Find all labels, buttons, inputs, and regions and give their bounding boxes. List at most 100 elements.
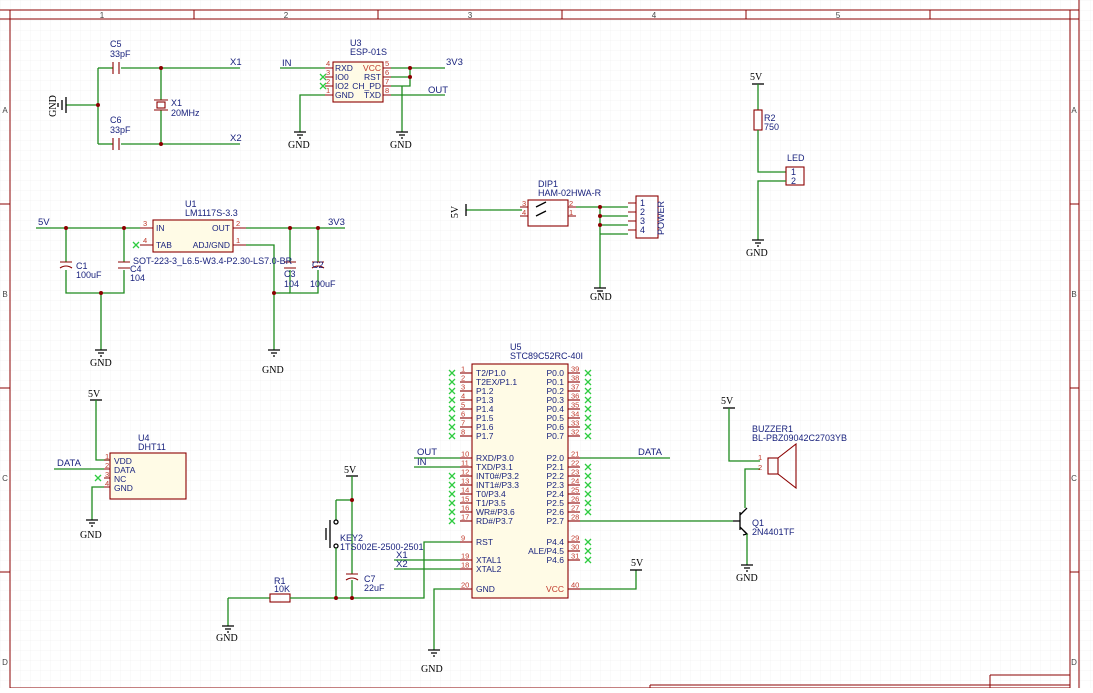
row-label-b: B xyxy=(2,290,7,299)
r2-value: 750 xyxy=(764,122,779,132)
u4-num-1: 1 xyxy=(105,452,109,461)
col-label-3: 3 xyxy=(468,11,473,20)
u5-pin-name-31: P4.6 xyxy=(547,555,565,565)
u5-pin-name-26: P2.5 xyxy=(547,498,565,508)
dip1-num-1: 1 xyxy=(569,208,573,217)
u5-pin-name-1: T2/P1.0 xyxy=(476,368,506,378)
net-label-data-dht: DATA xyxy=(57,458,82,469)
u4-value: DHT11 xyxy=(138,442,166,452)
c2-ref: C2 xyxy=(312,260,324,270)
col-label-5: 5 xyxy=(836,11,841,20)
net-label-3v3-esp: 3V3 xyxy=(446,57,463,68)
u5-pin-name-38: P0.1 xyxy=(547,377,565,387)
u1-value: LM1117S-3.3 xyxy=(185,208,238,218)
u5-pin-num-18: 18 xyxy=(461,561,469,570)
net-label-data-mcu: DATA xyxy=(638,447,663,458)
u3-num-6: 6 xyxy=(385,68,389,77)
x1-value: 20MHz xyxy=(171,108,200,118)
u5-pin-name-6: P1.5 xyxy=(476,413,494,423)
u5-pin-num-17: 17 xyxy=(461,513,469,522)
u5-pin-num-12: 12 xyxy=(461,468,469,477)
dht11-sensor xyxy=(54,399,187,527)
dip1-num-2: 2 xyxy=(569,199,573,208)
u5-pin-num-9: 9 xyxy=(461,534,465,543)
net-label-5v-regulator: 5V xyxy=(38,217,50,228)
u4-num-4: 4 xyxy=(105,479,109,488)
led-ref: LED xyxy=(787,153,805,163)
u5-pin-name-5: P1.4 xyxy=(476,404,494,414)
u5-pin-name-23: P2.2 xyxy=(547,471,565,481)
u5-pin-name-17: RD#/P3.7 xyxy=(476,516,513,526)
c6-value: 33pF xyxy=(110,125,131,135)
u5-pin-num-31: 31 xyxy=(571,552,579,561)
key2-value: 1TS002E-2500-2501 xyxy=(340,542,424,552)
u5-nc-mark-15 xyxy=(448,499,456,507)
u5-pin-num-23: 23 xyxy=(571,468,579,477)
u1-pin-in: IN xyxy=(156,223,165,233)
gnd-label-esp-left: GND xyxy=(288,140,310,151)
u5-nc-mark-4 xyxy=(448,396,456,404)
net-label-5v-mcu: 5V xyxy=(631,558,644,569)
u5-pin-num-1: 1 xyxy=(461,365,465,374)
u5-pin-name-24: P2.3 xyxy=(547,480,565,490)
net-label-out-esp: OUT xyxy=(428,85,448,96)
u1-num-4: 4 xyxy=(143,236,147,245)
u5-pin-name-10: RXD/P3.0 xyxy=(476,453,514,463)
u4-ref: U4 xyxy=(138,433,150,443)
u5-nc-mark-36 xyxy=(584,396,592,404)
u5-nc-mark-22 xyxy=(584,463,592,471)
u5-nc-mark-7 xyxy=(448,423,456,431)
u5-pin-num-5: 5 xyxy=(461,401,465,410)
u3-pin-vcc: VCC xyxy=(363,63,381,73)
power-switch-block xyxy=(465,195,659,295)
gnd-label-esp-right: GND xyxy=(390,140,412,151)
u5-pin-num-27: 27 xyxy=(571,504,579,513)
row-label-a: A xyxy=(2,106,8,115)
u3-value: ESP-01S xyxy=(350,47,387,57)
col-label-4: 4 xyxy=(652,11,657,20)
u5-nc-mark-26 xyxy=(584,499,592,507)
u5-pin-num-37: 37 xyxy=(571,383,579,392)
u5-pin-name-34: P0.5 xyxy=(547,413,565,423)
u5-pin-num-33: 33 xyxy=(571,419,579,428)
u5-pin-num-25: 25 xyxy=(571,486,579,495)
u3-pin-io2: IO2 xyxy=(335,81,349,91)
u5-pin-num-39: 39 xyxy=(571,365,579,374)
u3-num-3: 3 xyxy=(326,68,330,77)
gnd-label-power: GND xyxy=(590,292,612,303)
u5-nc-mark-31 xyxy=(584,556,592,564)
u5-pin-name-36: P0.3 xyxy=(547,395,565,405)
u5-nc-mark-25 xyxy=(584,490,592,498)
net-label-in-mcu: IN xyxy=(417,457,427,468)
u5-pin-name-2: T2EX/P1.1 xyxy=(476,377,517,387)
u3-num-2: 2 xyxy=(326,77,330,86)
power-connector-name: POWER xyxy=(656,201,666,236)
gnd-label-regulator-right: GND xyxy=(262,365,284,376)
u5-ref: U5 xyxy=(510,342,522,352)
buzzer1-num-2: 2 xyxy=(758,463,762,472)
net-label-5v-reset: 5V xyxy=(344,465,357,476)
u5-pin-name-33: P0.6 xyxy=(547,422,565,432)
u5-value: STC89C52RC-40I xyxy=(510,351,583,361)
u5-pin-num-19: 19 xyxy=(461,552,469,561)
u5-nc-mark-27 xyxy=(584,508,592,516)
u5-nc-mark-1 xyxy=(448,369,456,377)
u5-pin-name-22: P2.1 xyxy=(547,462,565,472)
u5-pin-num-29: 29 xyxy=(571,534,579,543)
u5-nc-mark-37 xyxy=(584,387,592,395)
net-label-5v-dip: 5V xyxy=(450,205,461,218)
u1-pin-out: OUT xyxy=(212,223,230,233)
u1-pin-tab: TAB xyxy=(156,240,172,250)
u1-num-2: 2 xyxy=(236,219,240,228)
key2-ref: KEY2 xyxy=(340,533,363,543)
u5-nc-mark-38 xyxy=(584,378,592,386)
row-label-a-right: A xyxy=(1071,106,1077,115)
net-label-x2-crystal: X2 xyxy=(230,133,242,144)
u5-pin-num-3: 3 xyxy=(461,383,465,392)
row-label-c-right: C xyxy=(1071,474,1077,483)
u5-pin-name-18: XTAL2 xyxy=(476,564,502,574)
u5-pin-name-40: VCC xyxy=(546,584,564,594)
u3-pin-chpd: CH_PD xyxy=(352,81,381,91)
